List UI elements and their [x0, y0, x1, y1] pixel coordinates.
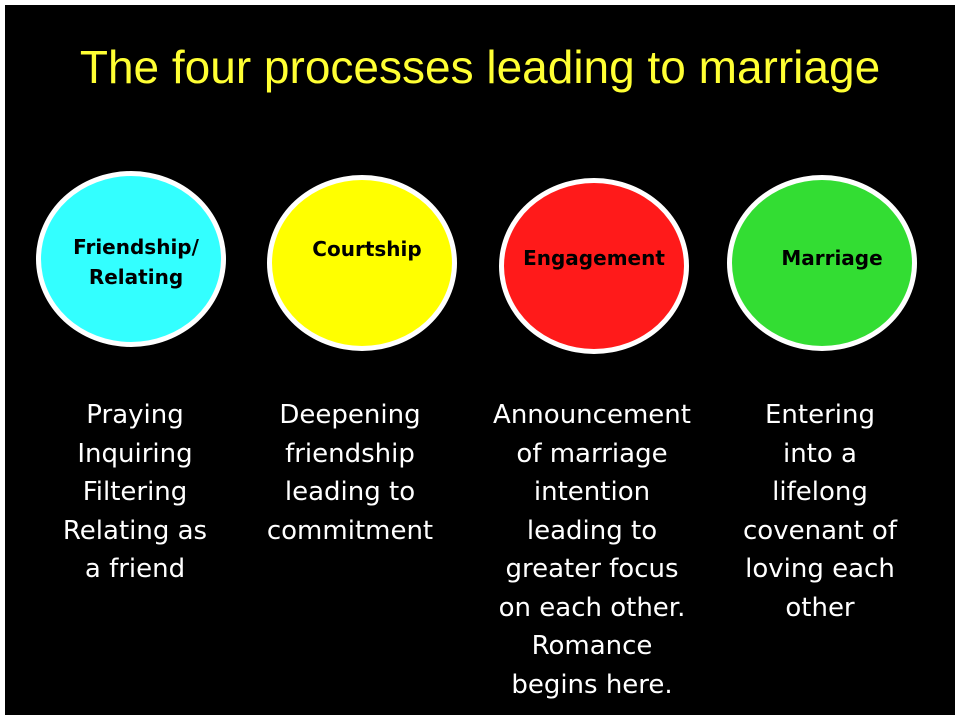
stage-description-courtship: Deepening friendship leading to commitme…: [266, 400, 434, 546]
slide-background: The four processes leading to marriage F…: [5, 5, 955, 715]
stage-circle-marriage: [727, 175, 917, 351]
stage-description-engagement: Announcement of marriage intention leadi…: [493, 400, 691, 700]
stage-label-engagement: Engagement: [523, 246, 665, 270]
stage-circle-friendship: [36, 171, 226, 347]
stage-label-marriage: Marriage: [781, 246, 883, 270]
stage-label-friendship: Friendship/ Relating: [73, 235, 199, 289]
stage-circle-courtship: [267, 175, 457, 351]
stage-description-marriage: Entering into a lifelong covenant of lov…: [743, 400, 897, 623]
stage-label-courtship: Courtship: [312, 237, 422, 261]
stage-circle-engagement: [499, 178, 689, 354]
stage-description-friendship: Praying Inquiring Filtering Relating as …: [62, 400, 208, 584]
slide-title: The four processes leading to marriage: [79, 41, 881, 93]
